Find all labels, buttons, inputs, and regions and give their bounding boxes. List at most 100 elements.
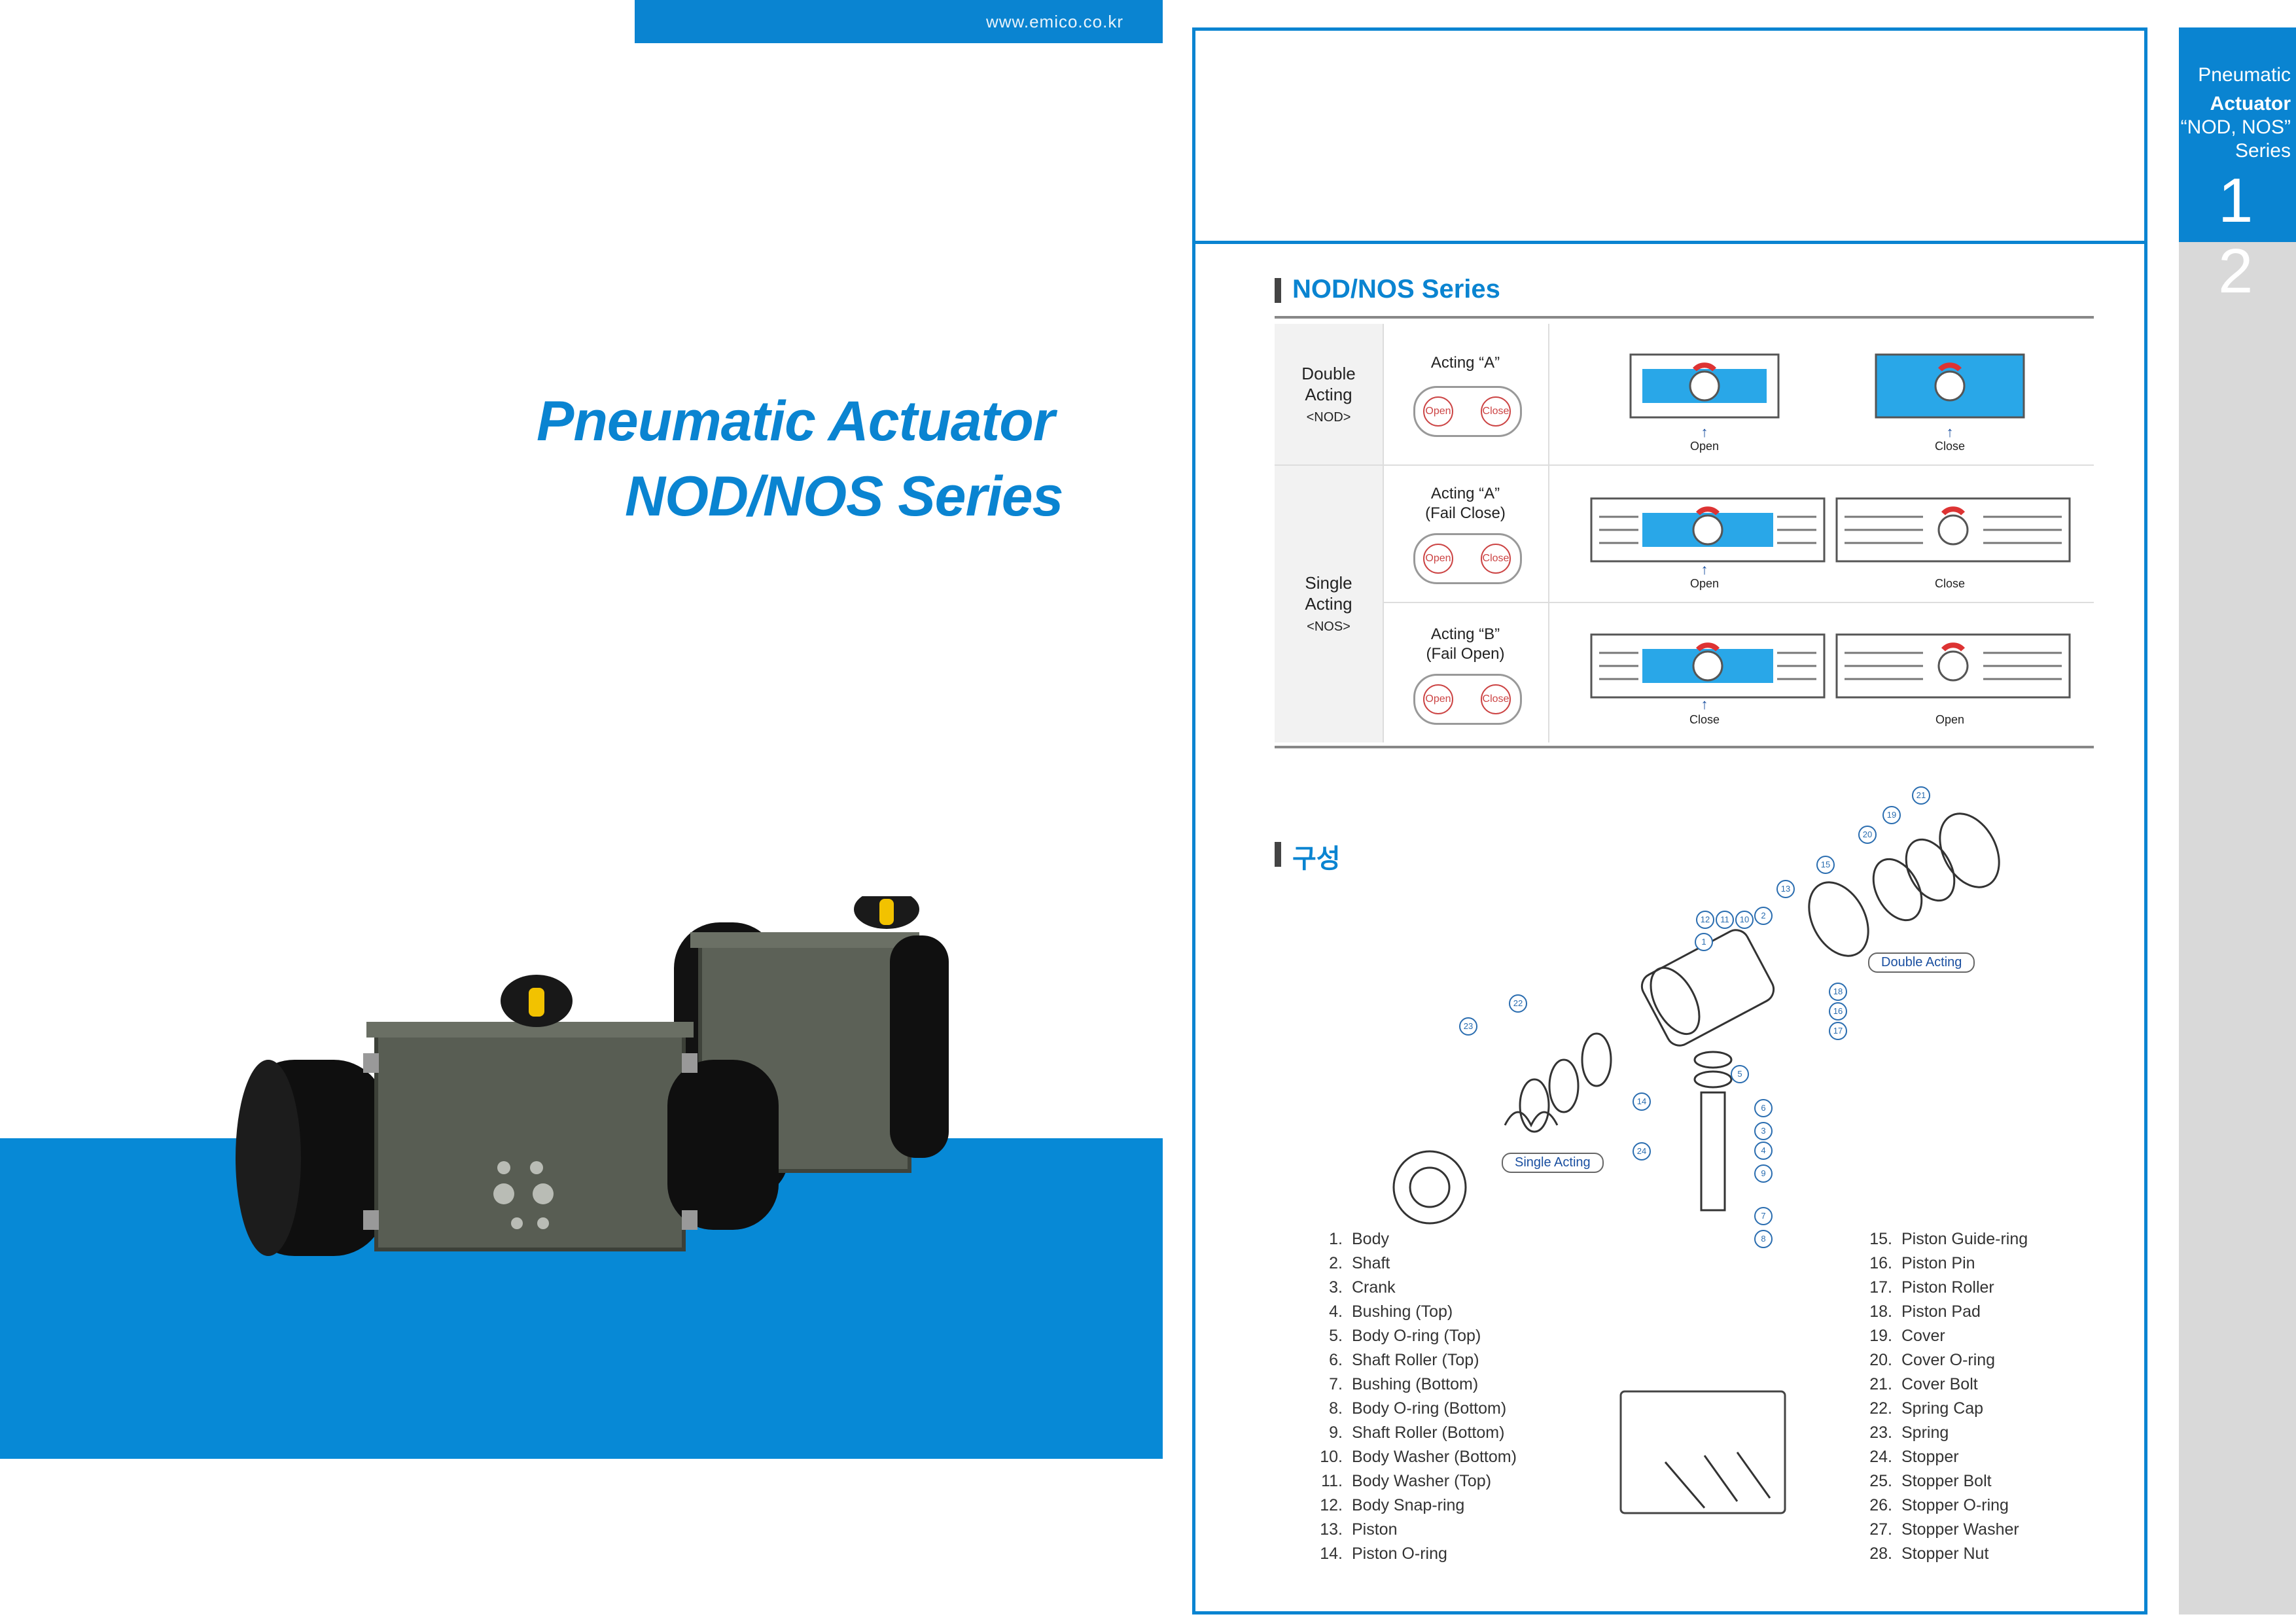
schematic-single-b-open bbox=[1835, 633, 2071, 699]
caption: Open bbox=[1935, 713, 1965, 726]
row-single-b-acting: Acting “B” (Fail Open) bbox=[1426, 625, 1505, 663]
section2-title: 구성 bbox=[1292, 845, 1341, 873]
row-double-label: Double Acting <NOD> bbox=[1301, 364, 1356, 425]
part-bubble: 22 bbox=[1509, 994, 1527, 1013]
list-item: 19.Cover bbox=[1869, 1327, 1945, 1345]
caption: Close bbox=[1689, 713, 1720, 726]
part-bubble: 2 bbox=[1754, 907, 1773, 925]
caption: Open bbox=[1689, 440, 1720, 453]
list-item: 16.Piston Pin bbox=[1869, 1254, 1975, 1272]
tag-single-acting: Single Acting bbox=[1502, 1153, 1604, 1173]
part-bubble: 21 bbox=[1912, 786, 1930, 805]
list-item: 27.Stopper Washer bbox=[1869, 1520, 2019, 1539]
content-frame bbox=[1192, 27, 2147, 1614]
tag-double-acting: Double Acting bbox=[1868, 952, 1975, 973]
frame-divider bbox=[1192, 241, 2147, 244]
schematic-single-a-open bbox=[1590, 497, 1826, 563]
list-item: 8.Body O-ring (Bottom) bbox=[1329, 1399, 1507, 1418]
list-item: 6.Shaft Roller (Top) bbox=[1329, 1351, 1479, 1369]
table-vline-2 bbox=[1548, 324, 1549, 742]
part-bubble: 17 bbox=[1829, 1022, 1847, 1040]
list-item: 13.Piston bbox=[1320, 1520, 1398, 1539]
arrow-up-icon: ↑ bbox=[1701, 561, 1708, 578]
header-url-bar: www.emico.co.kr bbox=[635, 0, 1163, 43]
valve-indicator-pill: Open Close bbox=[1413, 533, 1522, 584]
part-bubble: 19 bbox=[1882, 806, 1901, 824]
stopper-inset bbox=[1619, 1390, 1786, 1514]
part-bubble: 1 bbox=[1695, 933, 1713, 951]
part-bubble: 18 bbox=[1829, 983, 1847, 1001]
valve-indicator-pill: Open Close bbox=[1413, 674, 1522, 725]
arrow-up-icon: ↑ bbox=[1701, 424, 1708, 440]
list-item: 20.Cover O-ring bbox=[1869, 1351, 1996, 1369]
list-item: 26.Stopper O-ring bbox=[1869, 1496, 2009, 1514]
list-item: 21.Cover Bolt bbox=[1869, 1375, 1978, 1393]
section1-bar bbox=[1275, 278, 1281, 303]
part-bubble: 16 bbox=[1829, 1002, 1847, 1021]
product-photo bbox=[236, 896, 949, 1256]
list-item: 4.Bushing (Top) bbox=[1329, 1302, 1453, 1321]
part-bubble: 12 bbox=[1696, 911, 1714, 929]
table-label-col bbox=[1275, 324, 1383, 742]
row-double-acting: Acting “A” bbox=[1430, 354, 1500, 372]
schematic-single-a-close bbox=[1835, 497, 2071, 563]
list-item: 23.Spring bbox=[1869, 1423, 1949, 1442]
part-bubble: 14 bbox=[1633, 1092, 1651, 1111]
part-bubble: 3 bbox=[1754, 1122, 1773, 1140]
caption: Open bbox=[1689, 577, 1720, 590]
part-bubble: 20 bbox=[1858, 826, 1877, 844]
side-tab-active[interactable]: Pneumatic Actuator “NOD, NOS” Series 1 bbox=[2179, 27, 2296, 242]
list-item: 25.Stopper Bolt bbox=[1869, 1472, 1992, 1490]
table-hline-1 bbox=[1275, 464, 2094, 466]
part-bubble: 11 bbox=[1716, 911, 1734, 929]
list-item: 11.Body Washer (Top) bbox=[1321, 1472, 1492, 1490]
valve-indicator-pill: Open Close bbox=[1413, 386, 1522, 437]
section1-title: NOD/NOS Series bbox=[1292, 275, 1500, 304]
schematic-double-open bbox=[1629, 353, 1780, 419]
list-item: 1.Body bbox=[1329, 1230, 1389, 1248]
actuator-front bbox=[236, 975, 779, 1256]
list-item: 2.Shaft bbox=[1329, 1254, 1390, 1272]
part-bubble: 7 bbox=[1754, 1207, 1773, 1225]
hero-title-line2: NOD/NOS Series bbox=[625, 465, 1063, 528]
list-item: 28.Stopper Nut bbox=[1869, 1544, 1989, 1563]
part-bubble: 23 bbox=[1459, 1017, 1477, 1036]
list-item: 22.Spring Cap bbox=[1869, 1399, 1984, 1418]
side-tab-line4: Series bbox=[2234, 140, 2291, 162]
arrow-up-icon: ↑ bbox=[1946, 424, 1954, 440]
part-bubble: 24 bbox=[1633, 1142, 1651, 1161]
part-bubble: 6 bbox=[1754, 1099, 1773, 1117]
side-tab-num-2[interactable]: 2 bbox=[2218, 236, 2253, 306]
part-bubble: 10 bbox=[1735, 911, 1754, 929]
side-tab-line2: Actuator bbox=[2210, 93, 2291, 114]
list-item: 9.Shaft Roller (Bottom) bbox=[1329, 1423, 1505, 1442]
table-hline-2 bbox=[1383, 602, 2094, 603]
row-single-label: Single Acting <NOS> bbox=[1305, 573, 1352, 634]
section2-bar bbox=[1275, 842, 1281, 867]
list-item: 17.Piston Roller bbox=[1869, 1278, 1994, 1297]
part-bubble: 15 bbox=[1816, 856, 1835, 874]
list-item: 10.Body Washer (Bottom) bbox=[1320, 1448, 1517, 1466]
table-vline-1 bbox=[1383, 324, 1384, 742]
list-item: 12.Body Snap-ring bbox=[1320, 1496, 1465, 1514]
side-tab-num-1: 1 bbox=[2218, 166, 2253, 236]
list-item: 5.Body O-ring (Top) bbox=[1329, 1327, 1481, 1345]
part-bubble: 8 bbox=[1754, 1230, 1773, 1248]
side-tab-strip bbox=[2179, 27, 2296, 1614]
part-bubble: 9 bbox=[1754, 1164, 1773, 1183]
schematic-double-close bbox=[1875, 353, 2025, 419]
row-single-a-acting: Acting “A” (Fail Close) bbox=[1425, 485, 1506, 522]
caption: Close bbox=[1934, 440, 1966, 453]
table-top-rule bbox=[1275, 316, 2094, 319]
website-url[interactable]: www.emico.co.kr bbox=[985, 12, 1123, 31]
arrow-up-icon: ↑ bbox=[1701, 696, 1708, 712]
list-item: 24.Stopper bbox=[1869, 1448, 1959, 1466]
table-bottom-rule bbox=[1275, 746, 2094, 748]
hero-title-line1: Pneumatic Actuator bbox=[537, 390, 1055, 453]
list-item: 14.Piston O-ring bbox=[1320, 1544, 1447, 1563]
caption: Close bbox=[1934, 577, 1966, 590]
exploded-diagram bbox=[1392, 812, 2000, 1225]
side-tab-line1: Pneumatic bbox=[2198, 64, 2291, 86]
list-item: 7.Bushing (Bottom) bbox=[1329, 1375, 1479, 1393]
schematic-single-b-close bbox=[1590, 633, 1826, 699]
